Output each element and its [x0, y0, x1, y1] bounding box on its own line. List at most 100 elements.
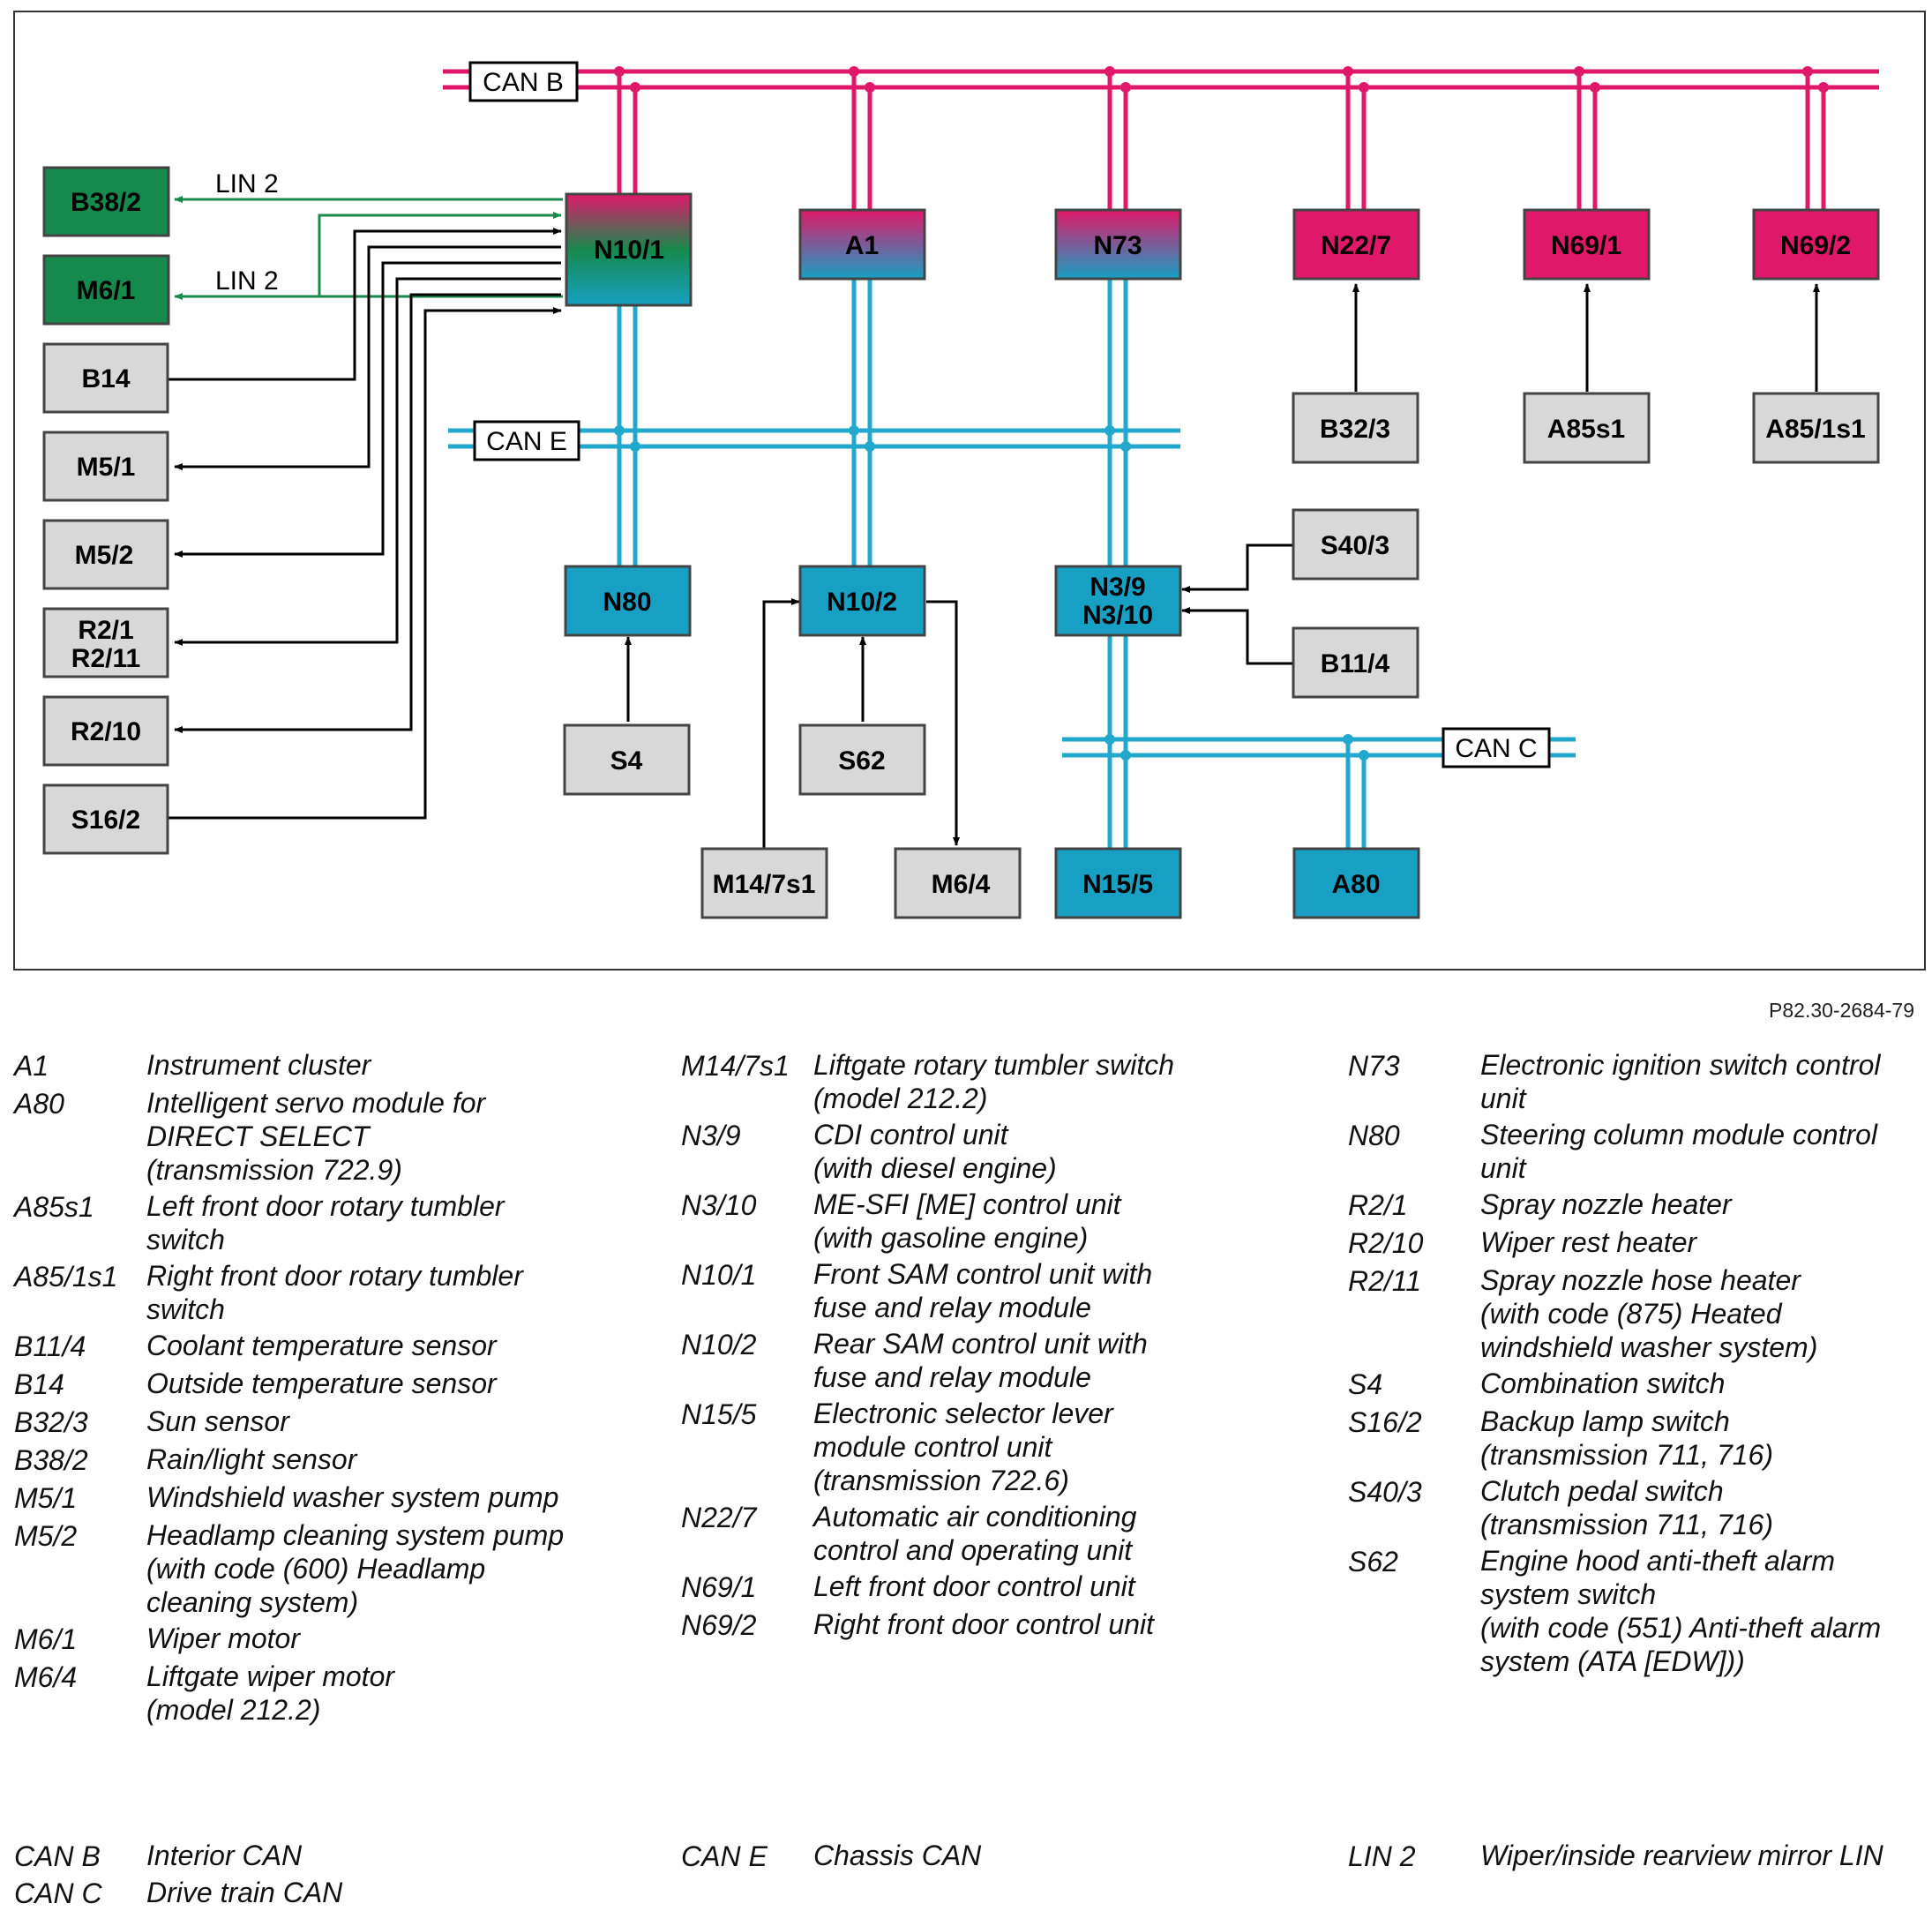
legend-description-line: Backup lamp switch — [1480, 1405, 1730, 1437]
legend-code: B38/2 — [14, 1444, 88, 1476]
legend-description-line: CDI control unit — [813, 1119, 1008, 1150]
legend-code: B14 — [14, 1368, 64, 1400]
legend-code: M5/1 — [14, 1482, 78, 1514]
legend-description: Rain/light sensor — [146, 1443, 356, 1478]
legend-item: B38/2 Rain/light sensor — [14, 1443, 667, 1478]
node-s40-3: S40/3 — [1292, 508, 1419, 581]
legend-description: Backup lamp switch(transmission 711, 716… — [1480, 1405, 1773, 1472]
node-n73: N73 — [1054, 208, 1182, 281]
node-a85s1: A85s1 — [1523, 392, 1651, 464]
legend-description-line: Wiper motor — [146, 1622, 300, 1654]
legend-code: N69/1 — [681, 1571, 757, 1603]
node-b11-4: B11/4 — [1292, 626, 1419, 699]
legend-description: Spray nozzle heater — [1480, 1188, 1732, 1223]
legend-description: Spray nozzle hose heater(with code (875)… — [1480, 1263, 1817, 1364]
svg-text:R2/1: R2/1 — [78, 616, 133, 645]
legend-code: N73 — [1348, 1050, 1400, 1082]
node-b32-3: B32/3 — [1292, 392, 1419, 464]
legend-description-line: Spray nozzle hose heater — [1480, 1264, 1801, 1296]
svg-text:N73: N73 — [1093, 231, 1142, 260]
legend-description-line: Windshield washer system pump — [146, 1481, 559, 1513]
legend-description-line: Spray nozzle heater — [1480, 1188, 1732, 1220]
legend-code: A80 — [14, 1088, 64, 1120]
lin-2-label-bottom: LIN 2 — [215, 266, 279, 296]
legend-code: A1 — [14, 1050, 49, 1082]
node-m5-2: M5/2 — [42, 519, 169, 590]
svg-text:N69/1: N69/1 — [1551, 231, 1621, 260]
hardwired-lines — [168, 228, 1820, 849]
svg-text:CAN C: CAN C — [1455, 734, 1537, 763]
legend-code: B11/4 — [14, 1330, 86, 1362]
svg-text:R2/10: R2/10 — [71, 717, 141, 746]
node-s4: S4 — [563, 723, 691, 796]
can-c-junctions — [1105, 734, 1369, 761]
can-c-label: CAN C — [1442, 727, 1551, 768]
figure-reference: P82.30-2684-79 — [1769, 999, 1914, 1022]
legend-description-line: Outside temperature sensor — [146, 1368, 497, 1399]
legend-description-line: Intelligent servo module for — [146, 1087, 486, 1119]
legend-item: R2/11 Spray nozzle hose heater(with code … — [1348, 1263, 1930, 1364]
legend-description-line: Headlamp cleaning system pump — [146, 1519, 565, 1551]
svg-text:M6/4: M6/4 — [932, 870, 991, 899]
legend-code: N3/10 — [681, 1189, 757, 1221]
svg-text:CAN E: CAN E — [486, 427, 567, 456]
legend-code: A85s1 — [14, 1191, 94, 1223]
legend-code: M6/4 — [14, 1661, 78, 1693]
network-diagram: CAN B CAN E CAN C LIN 2 LIN 2 B38/2 M6/1… — [13, 11, 1926, 970]
node-s62: S62 — [798, 723, 926, 796]
node-n69-2: N69/2 — [1752, 208, 1880, 281]
legend-description-line: (model 212.2) — [813, 1083, 988, 1114]
node-r2-1-r2-11: R2/1 R2/11 — [42, 607, 169, 678]
node-n69-1: N69/1 — [1523, 208, 1651, 281]
node-n22-7: N22/7 — [1292, 208, 1420, 281]
svg-text:M5/2: M5/2 — [75, 541, 134, 570]
legend-description: Sun sensor — [146, 1405, 289, 1440]
legend-description-line: cleaning system) — [146, 1586, 359, 1618]
svg-text:N10/2: N10/2 — [827, 588, 897, 617]
svg-text:S16/2: S16/2 — [71, 806, 140, 835]
legend-item: R2/1 Spray nozzle heater — [1348, 1188, 1930, 1223]
svg-text:B11/4: B11/4 — [1321, 649, 1390, 678]
legend-description: Outside temperature sensor — [146, 1367, 497, 1402]
legend-code: R2/1 — [1348, 1189, 1408, 1221]
legend-description-line: Electronic ignition switch control — [1480, 1049, 1881, 1081]
node-b14: B14 — [42, 342, 169, 414]
legend-description-line: Automatic air conditioning — [813, 1501, 1137, 1533]
svg-text:A1: A1 — [845, 231, 879, 260]
svg-text:S40/3: S40/3 — [1321, 531, 1389, 560]
legend-code: R2/11 — [1348, 1265, 1422, 1297]
legend-description-line: ME-SFI [ME] control unit — [813, 1188, 1121, 1220]
legend-item: B14 Outside temperature sensor — [14, 1367, 667, 1402]
svg-text:R2/11: R2/11 — [71, 644, 140, 673]
legend-description-line: (transmission 722.9) — [146, 1154, 402, 1186]
node-n15-5: N15/5 — [1054, 847, 1182, 919]
legend-description-line: Wiper rest heater — [1480, 1226, 1697, 1258]
legend-code: M14/7s1 — [681, 1050, 790, 1082]
legend-code: N69/2 — [681, 1609, 757, 1641]
legend-description-line: module control unit — [813, 1431, 1052, 1463]
lin-2-label-top: LIN 2 — [215, 169, 279, 199]
can-b-junctions — [614, 66, 1829, 93]
node-b38-2: B38/2 — [42, 166, 170, 237]
